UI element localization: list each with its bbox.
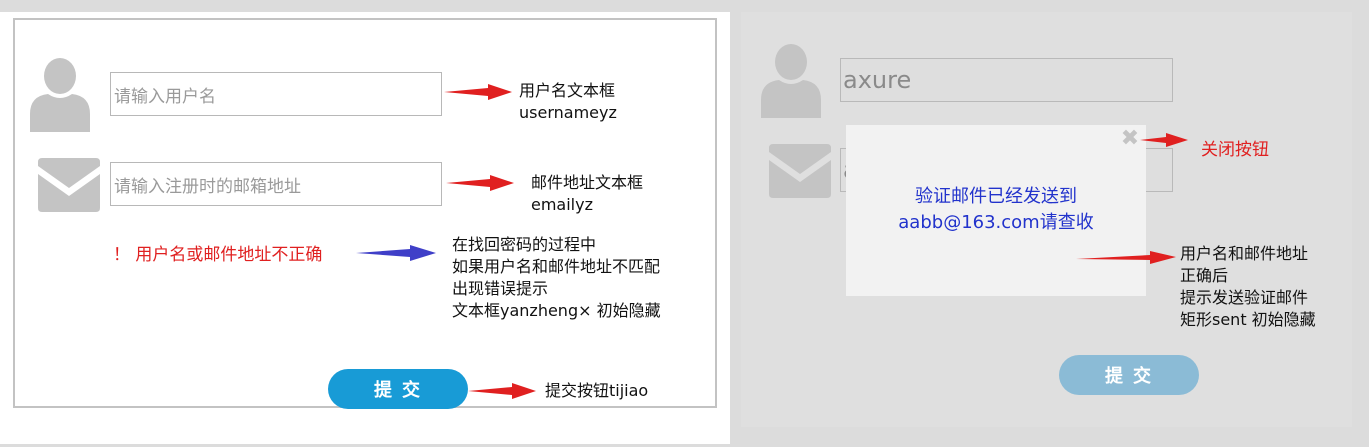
arrow-username: [444, 84, 512, 100]
annotation-sent: 用户名和邮件地址 正确后 提示发送验证邮件 矩形sent 初始隐藏: [1180, 244, 1316, 329]
mail-icon: [38, 158, 100, 212]
annotation-email: 邮件地址文本框 emailyz: [531, 173, 644, 214]
arrow-email: [446, 175, 514, 191]
sent-modal: [846, 125, 1146, 296]
username-input-dim[interactable]: axure: [840, 58, 1173, 102]
annotation-close: 关闭按钮: [1201, 140, 1269, 160]
close-icon[interactable]: ✖: [1120, 126, 1140, 151]
username-placeholder: 请输入用户名: [114, 86, 216, 107]
annotation-error: 在找回密码的过程中 如果用户名和邮件地址不匹配 出现错误提示 文本框yanzhe…: [452, 235, 661, 320]
annotation-username: 用户名文本框 usernameyz: [519, 81, 617, 122]
arrow-sent: [1076, 251, 1176, 264]
email-placeholder: 请输入注册时的邮箱地址: [114, 176, 301, 197]
error-message: ！ 用户名或邮件地址不正确: [113, 245, 323, 265]
email-input[interactable]: 请输入注册时的邮箱地址: [110, 162, 442, 206]
submit-label: 提交: [374, 380, 430, 401]
user-icon-dim: [761, 44, 821, 118]
arrow-error: [356, 245, 436, 261]
user-icon: [30, 58, 90, 132]
username-input[interactable]: 请输入用户名: [110, 72, 442, 116]
modal-message: 验证邮件已经发送到 aabb@163.com请查收: [898, 186, 1094, 233]
username-value: axure: [843, 66, 912, 94]
left-arrows: [356, 84, 536, 399]
arrow-close: [1140, 133, 1188, 147]
submit-label-dim: 提交: [1105, 366, 1161, 387]
submit-button[interactable]: 提交: [328, 369, 468, 409]
arrow-submit: [468, 383, 536, 399]
submit-button-dim[interactable]: 提交: [1059, 355, 1199, 395]
mail-icon-dim: [769, 144, 831, 198]
annotation-submit: 提交按钮tijiao: [545, 381, 649, 400]
